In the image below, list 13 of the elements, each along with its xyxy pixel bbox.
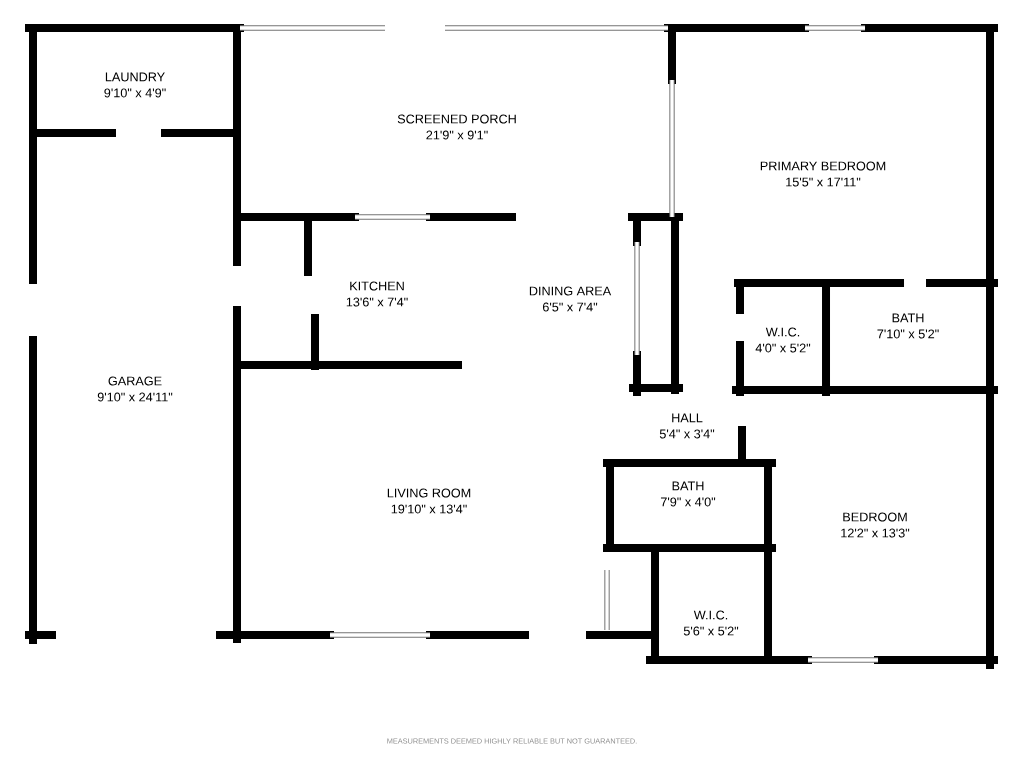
room-label: SCREENED PORCH 21'9" x 9'1" bbox=[397, 114, 516, 140]
room-label: W.I.C. 4'0" x 5'2" bbox=[755, 327, 811, 353]
room-label: KITCHEN 13'6" x 7'4" bbox=[346, 281, 408, 307]
room-label: LIVING ROOM 19'10" x 13'4" bbox=[387, 488, 471, 514]
room-label: DINING AREA 6'5" x 7'4" bbox=[529, 286, 612, 312]
room-label: PRIMARY BEDROOM 15'5" x 17'11" bbox=[760, 161, 886, 187]
room-label: BATH 7'9" x 4'0" bbox=[660, 481, 716, 507]
room-label: W.I.C. 5'6" x 5'2" bbox=[683, 610, 739, 636]
room-label: HALL 5'4" x 3'4" bbox=[659, 413, 715, 439]
room-label: BATH 7'10" x 5'2" bbox=[877, 313, 939, 339]
room-label: LAUNDRY 9'10" x 4'9" bbox=[104, 72, 166, 98]
room-label: GARAGE 9'10" x 24'11" bbox=[97, 376, 173, 402]
room-label: BEDROOM 12'2" x 13'3" bbox=[841, 512, 910, 538]
